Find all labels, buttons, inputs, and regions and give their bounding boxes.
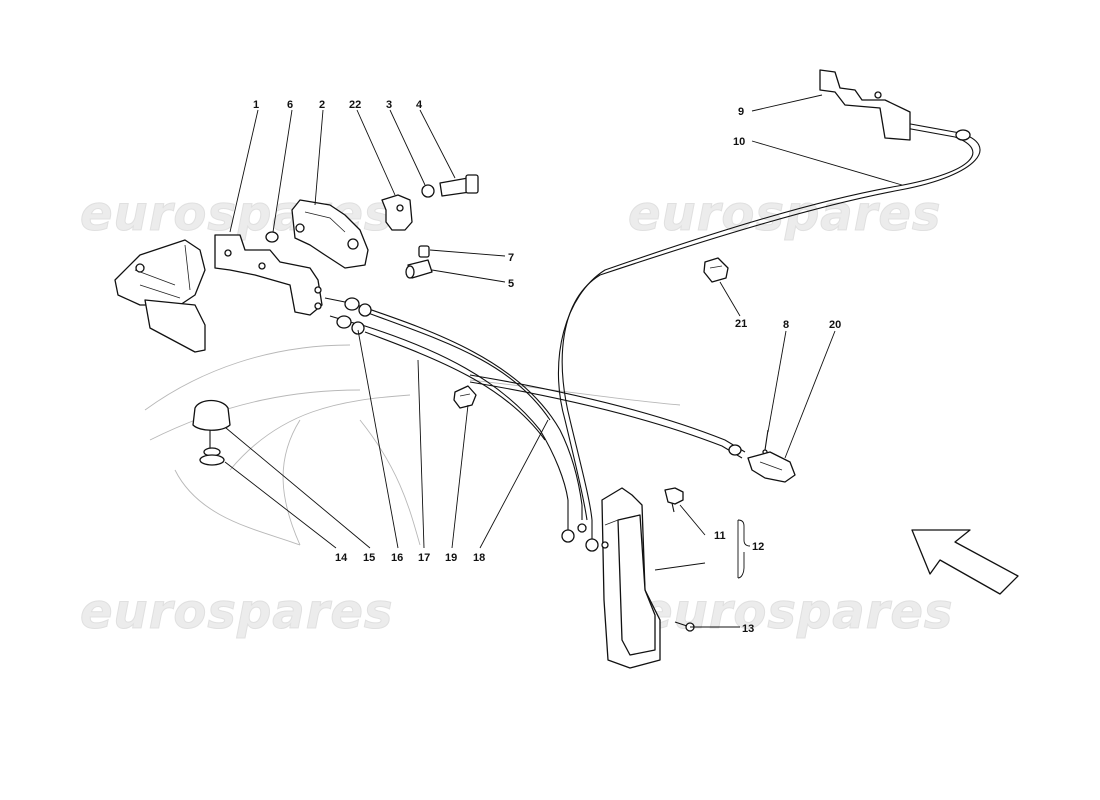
leader-lines (224, 94, 903, 628)
pull-cable (557, 122, 981, 552)
bushing-7 (418, 245, 430, 258)
callout-5: 5 (508, 278, 514, 290)
bolt-4 (439, 174, 479, 197)
watermark-top-right: eurospares (628, 186, 942, 242)
callout-13: 13 (742, 623, 754, 635)
screw-11 (664, 487, 684, 513)
cable-clip-21 (703, 257, 729, 283)
pin-8 (762, 429, 769, 455)
callout-12: 12 (752, 541, 764, 553)
callout-8: 8 (783, 319, 789, 331)
washer-6 (265, 231, 279, 243)
watermark-bottom-left: eurospares (80, 584, 394, 640)
hood-latch-hook (114, 239, 206, 353)
support-bracket (214, 234, 323, 316)
body-contour (144, 344, 681, 546)
release-handle (747, 451, 796, 483)
callout-17: 17 (418, 552, 430, 564)
latch-plate (291, 199, 369, 269)
direction-arrow-icon (911, 529, 1019, 595)
callout-4: 4 (416, 99, 423, 111)
interior-release-handle (601, 487, 661, 669)
callout-10: 10 (733, 136, 745, 148)
callout-14: 14 (335, 552, 348, 564)
watermark-bottom-right: eurospares (640, 584, 954, 640)
callout-21: 21 (735, 318, 747, 330)
callout-20: 20 (829, 319, 841, 331)
callout-15: 15 (363, 552, 375, 564)
callout-19: 19 (445, 552, 457, 564)
small-bracket (381, 194, 413, 231)
callout-7: 7 (508, 252, 514, 264)
release-handle-cable (469, 374, 746, 459)
callout-2: 2 (319, 99, 325, 111)
washer-3 (421, 184, 435, 198)
cable-clip-19 (453, 385, 477, 409)
callout-3: 3 (386, 99, 392, 111)
callout-6: 6 (287, 99, 293, 111)
callout-16: 16 (391, 552, 403, 564)
cable-mount-bracket (819, 69, 911, 141)
sleeve-5 (405, 259, 433, 279)
callout-22: 22 (349, 99, 361, 111)
rubber-bumper (192, 399, 231, 466)
callouts: 1 6 2 22 3 4 7 5 9 10 21 8 20 11 12 13 1… (253, 99, 841, 635)
callout-11: 11 (714, 530, 726, 542)
callout-9: 9 (738, 106, 744, 118)
callout-18: 18 (473, 552, 485, 564)
callout-1: 1 (253, 99, 259, 111)
release-cables (324, 297, 587, 543)
